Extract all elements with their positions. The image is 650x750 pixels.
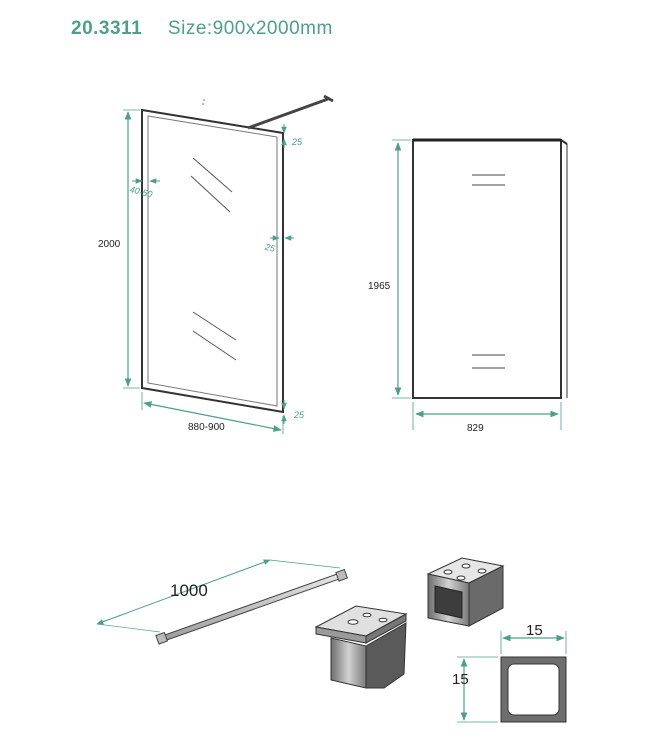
bar-length-label: 1000	[170, 581, 208, 600]
support-bar-view: 1000	[96, 559, 349, 645]
glass-panel	[141, 108, 284, 414]
panel-corner	[560, 139, 568, 145]
width-dim-line	[143, 401, 282, 432]
model-number: 20.3311	[71, 18, 143, 39]
width-label: 880-900	[188, 422, 225, 433]
bottom-offset-label: 25	[293, 410, 305, 420]
support-bar-end-cap	[155, 631, 169, 645]
glass-reflection-bottom	[192, 311, 237, 361]
block-hole	[461, 563, 471, 569]
bracket-hole	[378, 617, 388, 623]
height-label: 2000	[98, 239, 121, 250]
ext-line	[269, 559, 341, 569]
support-bar-end-cap	[335, 568, 349, 582]
support-arm-cap	[323, 94, 334, 103]
top-offset-label: 25	[291, 137, 303, 147]
ceiling-mark	[203, 99, 205, 101]
profile-inner	[507, 663, 560, 716]
flat-reflection-bottom	[472, 354, 505, 369]
connector-block	[426, 557, 505, 627]
side-view: 1965 829	[368, 138, 568, 434]
ext-line	[96, 623, 161, 633]
profile-section: 15 15	[452, 622, 567, 723]
block-hole	[477, 568, 487, 574]
ceiling-mark	[202, 103, 204, 105]
glass-reflection-top	[190, 157, 233, 213]
profile-width-label: 15	[526, 622, 543, 639]
bracket-side-plate	[365, 613, 407, 644]
bracket-hole	[347, 619, 359, 625]
bracket-hole	[362, 612, 372, 618]
bracket-body-front	[330, 637, 367, 689]
size-label: Size:900x2000mm	[167, 18, 333, 39]
bar-length-dim-line	[96, 559, 271, 625]
profile-height-label: 15	[452, 671, 469, 688]
flat-width-label: 829	[467, 423, 484, 434]
block-hole	[456, 575, 466, 581]
flat-height-label: 1965	[368, 281, 391, 292]
title-bar: 20.3311 Size:900x2000mm	[71, 18, 333, 44]
flat-glass-panel	[412, 139, 562, 399]
support-arm	[247, 97, 329, 130]
block-opening	[434, 585, 463, 619]
block-hole	[443, 569, 453, 575]
bracket-body-side	[365, 622, 407, 689]
flat-reflection-top	[472, 174, 505, 186]
side-offset-label: 25	[263, 241, 277, 254]
front-view: 2000 40-50 25 25 25 880-900	[98, 94, 334, 434]
wall-bracket	[314, 605, 408, 689]
block-side	[468, 565, 504, 627]
